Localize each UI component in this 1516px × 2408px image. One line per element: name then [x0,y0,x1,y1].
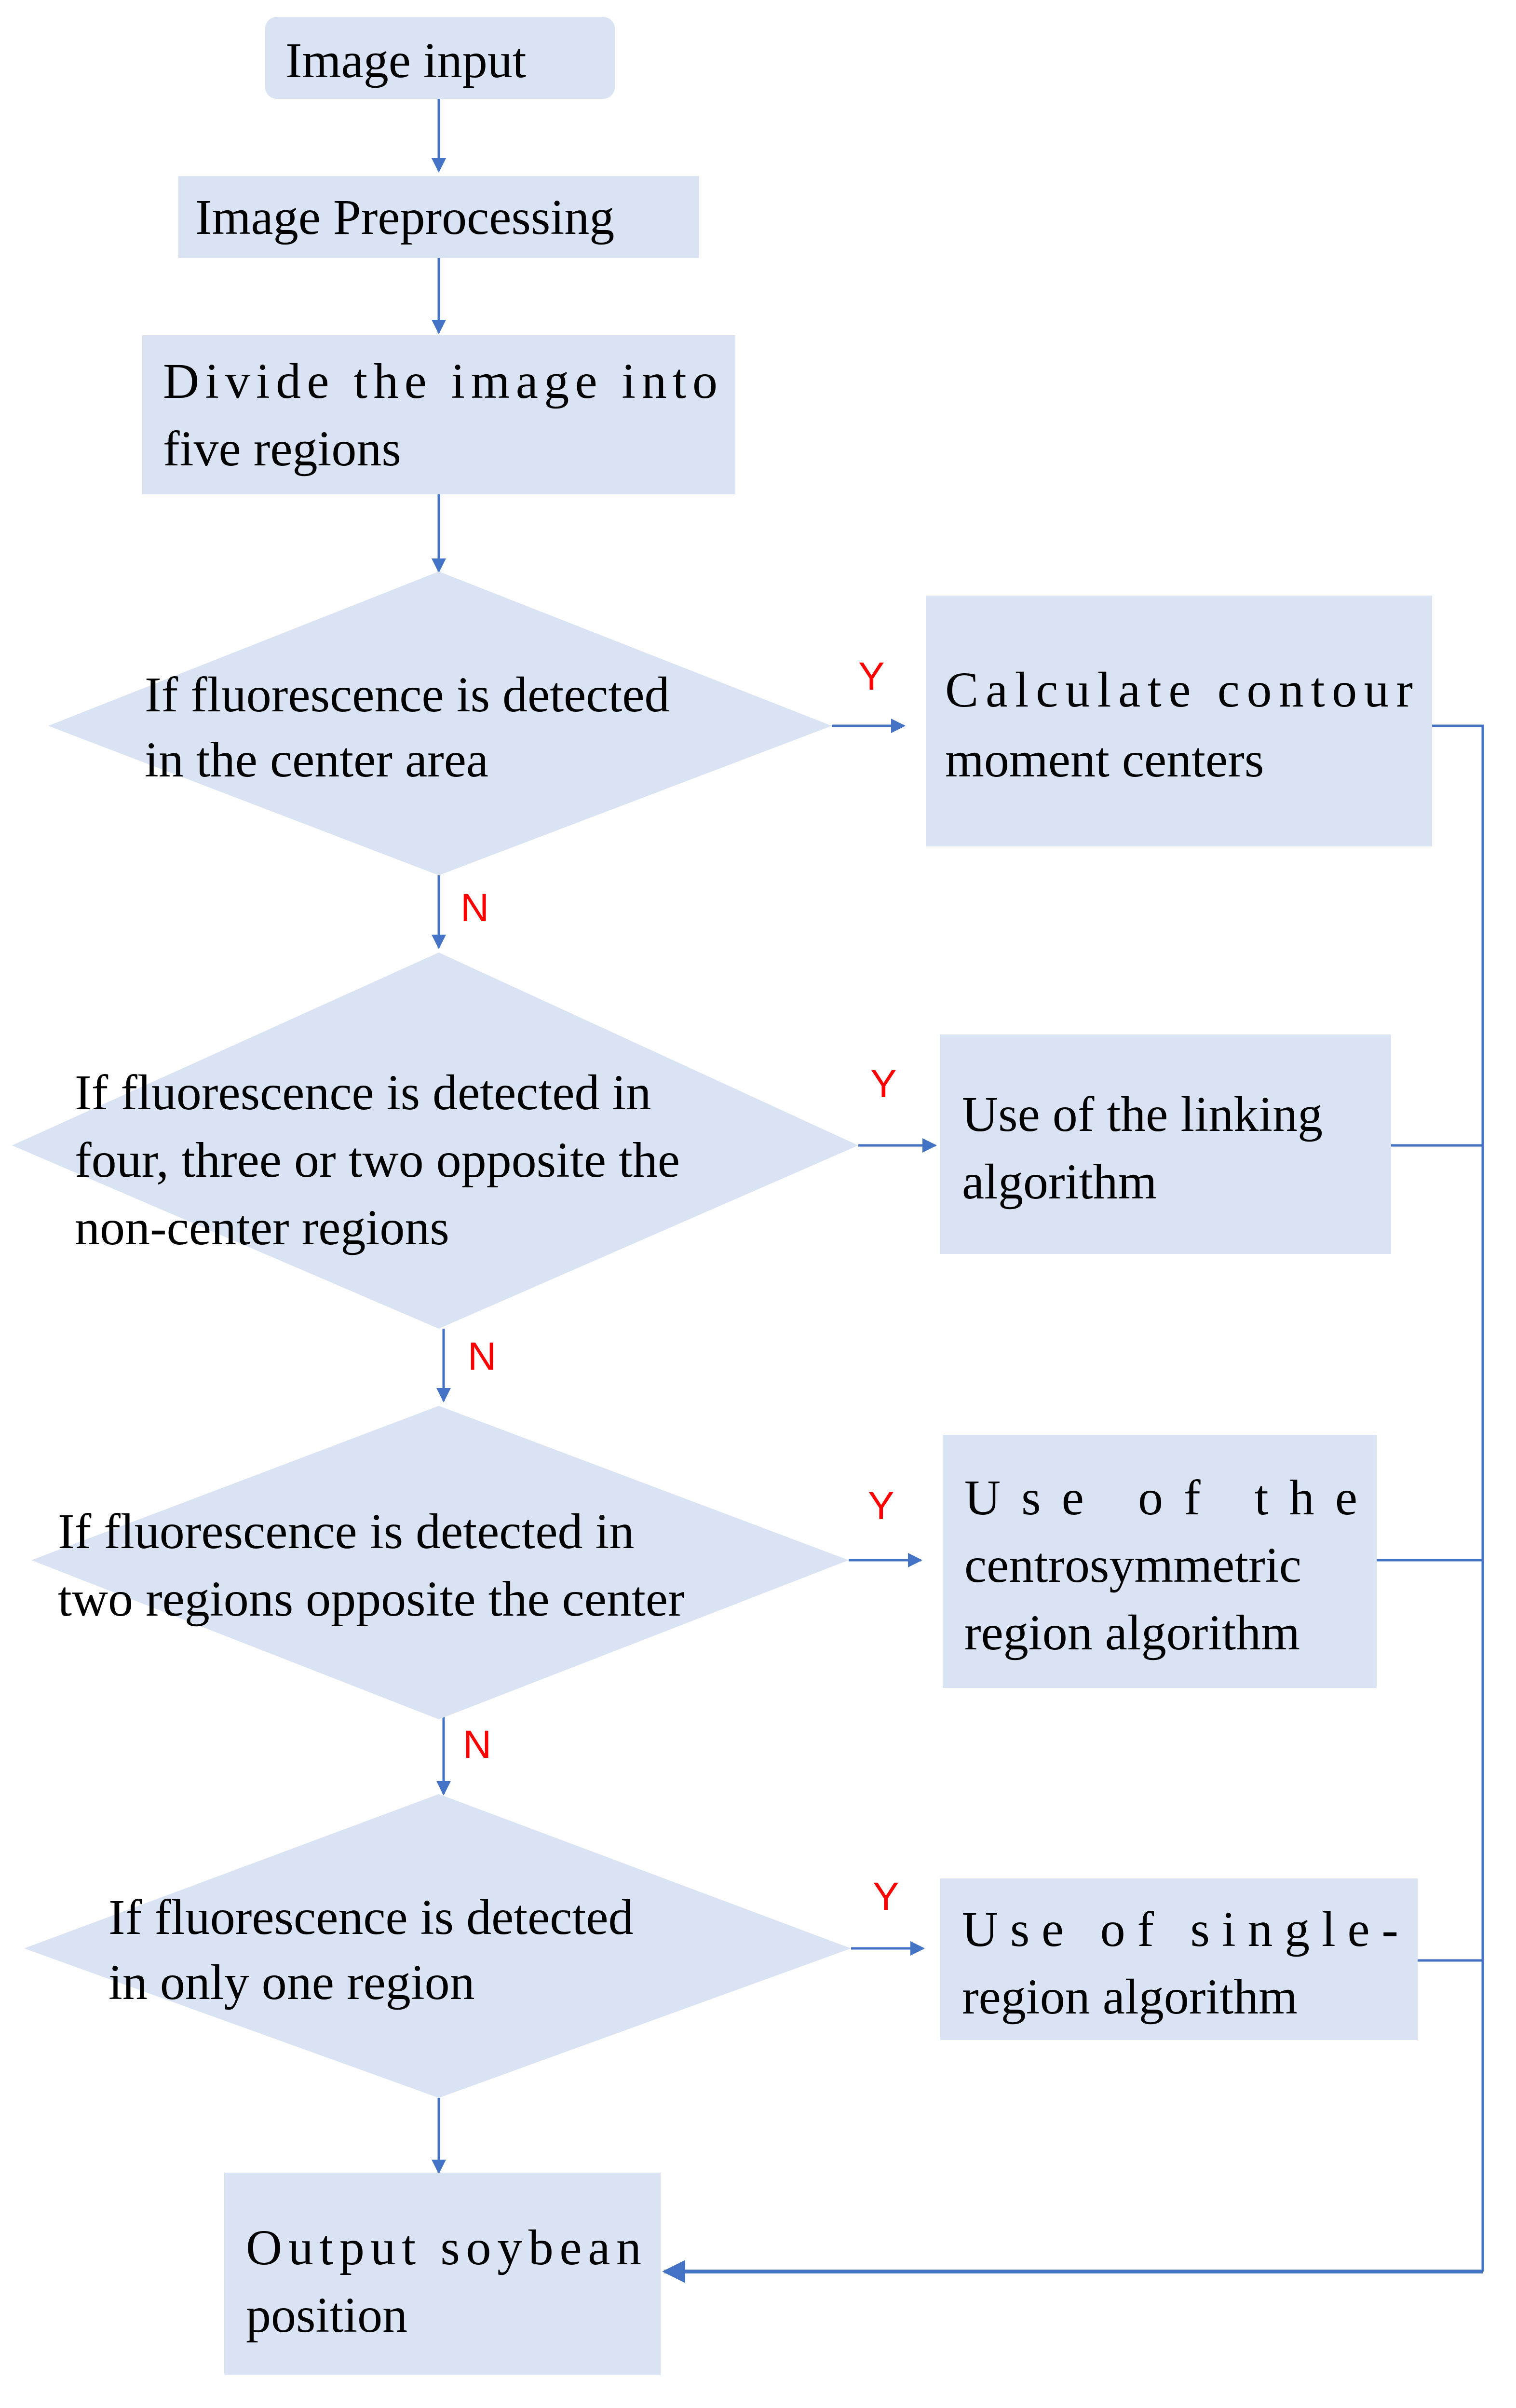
branch-label-yes: Y [870,1062,897,1106]
node-preprocessing: Image Preprocessing [178,176,699,258]
node-contour-line-1: Calculate contour [945,662,1413,718]
node-linking: Use of the linking algorithm [940,1034,1391,1254]
node-single-region-line-2: region algorithm [962,1969,1298,2025]
branch-labels: Y N Y N Y N Y [460,654,899,1918]
decision-two-regions-diamond [31,1406,849,1719]
node-output: Output soybean position [224,2173,661,2375]
decision-noncenter-line-3: non-center regions [75,1200,449,1255]
decision-center-line-2: in the center area [145,732,488,788]
node-contour-box [926,596,1432,846]
node-output-line-2: position [246,2287,407,2343]
decision-center-diamond [48,571,832,875]
node-contour: Calculate contour moment centers [926,596,1432,846]
decision-noncenter: If fluorescence is detected in four, thr… [12,952,858,1329]
node-image-input-box [265,17,615,99]
node-image-input: Image input [265,17,615,99]
node-single-region-box [940,1878,1418,2040]
node-divide-box [142,335,735,494]
branch-label-no: N [463,1723,491,1767]
branch-label-yes: Y [873,1875,899,1918]
decision-noncenter-line-2: four, three or two opposite the [75,1132,680,1188]
node-preprocessing-line: Image Preprocessing [195,190,614,245]
node-divide-line-2: five regions [163,421,401,476]
branch-label-no: N [468,1334,496,1378]
node-output-line-1: Output soybean [246,2220,641,2275]
line-contour-to-bus [1432,724,1484,2272]
decision-one-region: If fluorescence is detected in only one … [24,1794,851,2098]
branch-label-yes: Y [858,654,885,698]
node-linking-line-1: Use of the linking [962,1087,1323,1142]
node-image-input-line: Image input [285,33,527,88]
node-linking-box [940,1034,1391,1254]
node-contour-line-2: moment centers [945,732,1264,788]
node-output-box [224,2173,661,2375]
node-divide-line-1: Divide the image into [163,354,717,409]
branch-label-no: N [460,886,489,930]
decision-center-line-1: If fluorescence is detected [145,667,670,722]
node-preprocessing-box [178,176,699,258]
decision-two-regions: If fluorescence is detected in two regio… [31,1406,849,1719]
decision-two-regions-line-1: If fluorescence is detected in [58,1504,634,1559]
decision-one-region-diamond [24,1794,851,2098]
decision-noncenter-line-1: If fluorescence is detected in [75,1065,651,1120]
node-single-region: Use of single- region algorithm [940,1878,1418,2040]
decision-one-region-line-2: in only one region [108,1955,475,2010]
decision-center: If fluorescence is detected in the cente… [48,571,832,875]
node-centrosymmetric: Use of the centrosymmetric region algori… [943,1435,1377,1688]
node-linking-line-2: algorithm [962,1154,1157,1210]
decision-two-regions-line-2: two regions opposite the center [58,1571,685,1627]
node-centrosymmetric-line-2: centrosymmetric [964,1537,1301,1593]
node-centrosymmetric-line-3: region algorithm [964,1605,1300,1660]
branch-label-yes: Y [868,1484,894,1528]
node-centrosymmetric-line-1: Use of the [964,1470,1357,1525]
node-centrosymmetric-box [943,1435,1377,1688]
decision-one-region-line-1: If fluorescence is detected [108,1890,634,1945]
decision-noncenter-diamond [12,952,858,1329]
node-divide: Divide the image into five regions [142,335,735,494]
connectors [432,99,1484,2283]
